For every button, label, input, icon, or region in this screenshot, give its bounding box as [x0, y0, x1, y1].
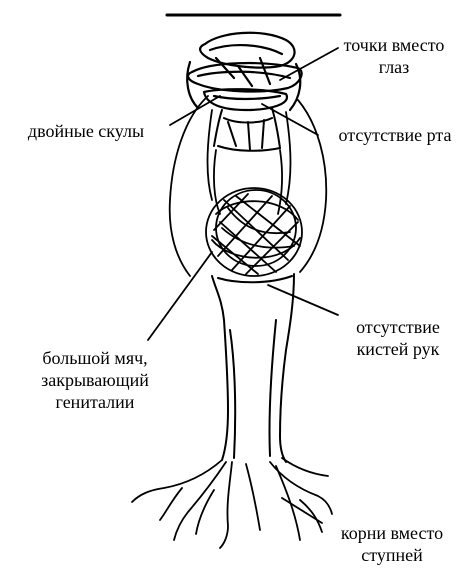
neck-drawing: [214, 108, 280, 151]
label-roots: корни вместо ступней: [324, 522, 460, 566]
label-eyes: точки вместо глаз: [334, 34, 454, 78]
pointer-hands: [268, 285, 338, 315]
pointer-eyes: [280, 48, 338, 80]
legs-drawing: [212, 274, 294, 462]
label-ball: большой мяч, закрывающий гениталии: [8, 347, 182, 413]
ball-drawing: [206, 188, 302, 276]
roots-drawing: [132, 458, 332, 548]
pointer-ball: [148, 252, 212, 340]
label-hands: отсутствие кистей рук: [336, 316, 460, 360]
pointer-lines: [148, 48, 338, 523]
label-mouth: отсутствие рта: [320, 124, 470, 146]
label-cheekbones: двойные скулы: [4, 120, 168, 142]
